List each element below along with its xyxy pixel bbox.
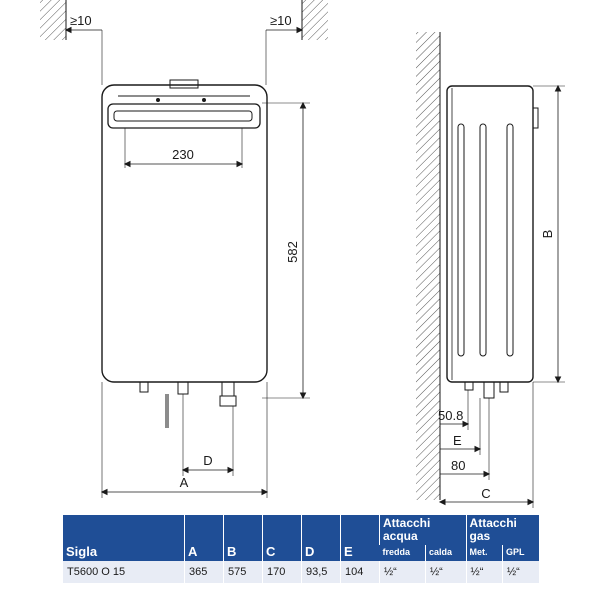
header-c: C xyxy=(262,515,302,561)
side-slot-3 xyxy=(506,123,514,357)
dim-b-arrow-top xyxy=(554,84,562,92)
clearance-right-arrow xyxy=(296,26,304,34)
dim-a-arrow-right xyxy=(261,488,269,496)
left-wall-hatch xyxy=(40,0,66,40)
header-cold: fredda xyxy=(379,545,426,561)
side-slot-2 xyxy=(479,123,487,357)
cell-a: 365 xyxy=(184,561,224,583)
header-gpl: GPL xyxy=(501,545,539,561)
table-header-row: Sigla A B C D E Attacchi acqua Attacchi … xyxy=(63,515,539,561)
front-view xyxy=(40,0,328,498)
header-gas-connections: Attacchi gas xyxy=(465,515,539,545)
header-d: D xyxy=(301,515,341,561)
dim-80-label: 80 xyxy=(451,458,465,473)
side-wall-hatch xyxy=(416,32,440,500)
top-vent-outer xyxy=(107,103,261,129)
cell-met: ½“ xyxy=(465,561,503,583)
specification-table: Sigla A B C D E Attacchi acqua Attacchi … xyxy=(63,515,539,583)
top-bracket xyxy=(169,79,199,89)
side-top-bump xyxy=(532,107,539,129)
screw-1 xyxy=(156,98,160,102)
dim-b-arrow-bottom xyxy=(554,376,562,384)
right-wall-hatch xyxy=(302,0,328,40)
fitting-cold xyxy=(139,381,149,393)
heater-body-side xyxy=(446,85,534,383)
side-fitting-3 xyxy=(499,381,509,393)
clearance-left-arrow xyxy=(64,26,72,34)
dim-b-label: B xyxy=(540,230,555,239)
table-row: T5600 O 15 365 575 170 93,5 104 ½“ ½“ ½“… xyxy=(63,561,539,583)
dim-d-arrow-right xyxy=(227,466,235,474)
fitting-gas xyxy=(177,381,189,395)
header-model: Sigla xyxy=(63,515,185,561)
dim-230-arrow-left xyxy=(123,160,131,168)
cell-b: 575 xyxy=(223,561,263,583)
dim-230-arrow-right xyxy=(236,160,244,168)
dim-c-label: C xyxy=(481,486,490,501)
side-fitting-2 xyxy=(483,381,495,399)
dim-582-arrow-bottom xyxy=(299,392,307,400)
dim-a-arrow-left xyxy=(100,488,108,496)
cell-c: 170 xyxy=(262,561,302,583)
cell-hot: ½“ xyxy=(424,561,467,583)
dim-80-arrow xyxy=(483,470,491,478)
side-view xyxy=(416,32,565,508)
cell-cold: ½“ xyxy=(379,561,426,583)
header-e: E xyxy=(340,515,380,561)
clearance-left-label: ≥10 xyxy=(70,13,92,28)
cell-d: 93,5 xyxy=(301,561,341,583)
cell-gpl: ½“ xyxy=(501,561,539,583)
header-water-connections: Attacchi acqua xyxy=(379,515,467,545)
dim-582-arrow-top xyxy=(299,101,307,109)
dim-50-8-label: 50.8 xyxy=(438,408,463,423)
technical-drawing: ≥10 ≥10 230 582 D A xyxy=(40,0,565,508)
dim-582-label: 582 xyxy=(285,241,300,263)
header-b: B xyxy=(223,515,263,561)
header-a: A xyxy=(184,515,224,561)
fitting-hot-nut xyxy=(219,395,237,407)
fitting-hot xyxy=(221,381,235,397)
dim-50-arrow xyxy=(462,420,470,428)
side-slot-1 xyxy=(457,123,465,357)
dim-d-label: D xyxy=(203,453,212,468)
dim-e-arrow xyxy=(474,445,482,453)
header-met: Met. xyxy=(465,545,503,561)
screw-2 xyxy=(202,98,206,102)
cell-model: T5600 O 15 xyxy=(63,561,185,583)
dim-a-label: A xyxy=(180,475,189,490)
table-subheader-row: fredda calda Met. GPL xyxy=(63,545,539,561)
dim-c-arrow-left xyxy=(438,498,446,506)
header-hot: calda xyxy=(424,545,467,561)
side-fitting-1 xyxy=(464,381,474,391)
dim-230-label: 230 xyxy=(172,147,194,162)
dim-d-arrow-left xyxy=(181,466,189,474)
clearance-right-label: ≥10 xyxy=(270,13,292,28)
dim-c-arrow-right xyxy=(527,498,535,506)
dim-e-label: E xyxy=(453,433,462,448)
top-vent-inner xyxy=(113,110,253,122)
cell-e: 104 xyxy=(340,561,380,583)
